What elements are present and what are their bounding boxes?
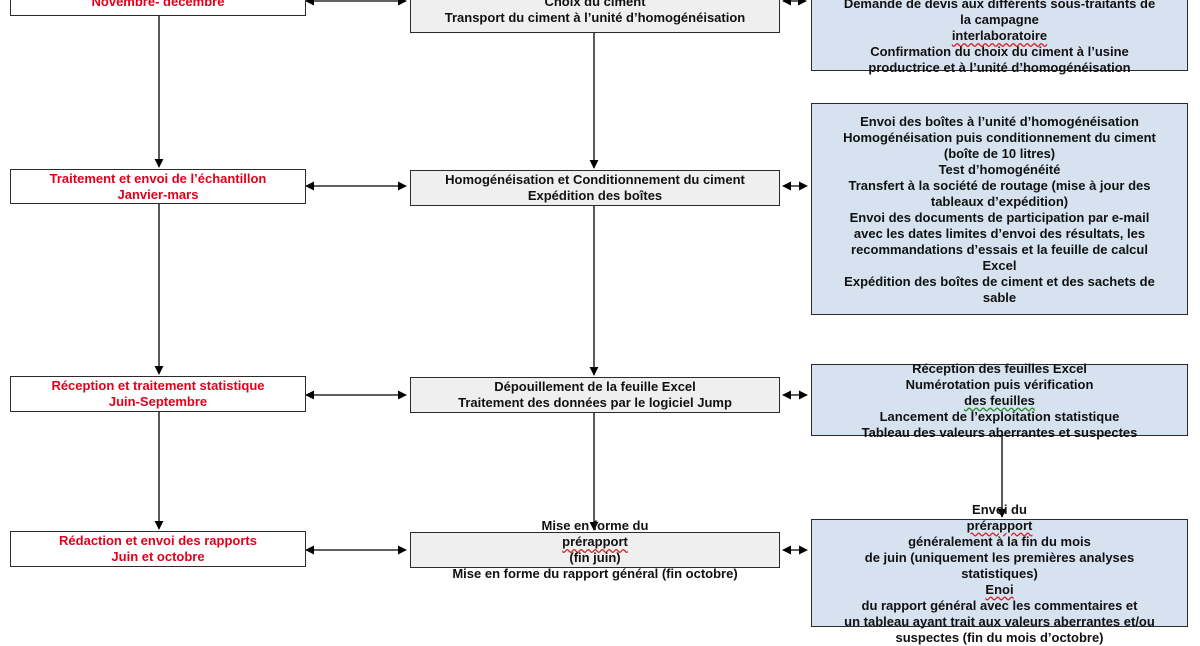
detail-box-row3: Réception des feuilles Excel Numérotatio…	[811, 360, 1188, 440]
detail-box-row1: Demande de devis aux différents sous-tra…	[811, 0, 1188, 75]
phase-line: Juin et octobre	[111, 549, 205, 564]
connectors-layer	[154, 0, 1007, 555]
detail-line: suspectes (fin du mois d’octobre)	[895, 629, 1104, 645]
detail-line: de juin (uniquement les premières analys…	[864, 549, 1135, 565]
detail-line: Tableau des valeurs aberrantes et suspec…	[861, 424, 1138, 440]
process-line: Transport du ciment à l’unité d’homogéné…	[444, 9, 746, 25]
detail-line: Demande de devis aux différents sous-tra…	[843, 0, 1156, 11]
phase-line: Novembre- décembre	[91, 0, 225, 9]
detail-line: Envoi des documents de participation par…	[849, 209, 1150, 225]
phase-box-row2: Traitement et envoi de l’échantillon Jan…	[10, 169, 306, 204]
detail-line: Transfert à la société de routage (mise …	[848, 177, 1151, 193]
process-box-row1: Choix du ciment Transport du ciment à l’…	[410, 0, 780, 33]
detail-line: Expédition des boîtes de ciment et des s…	[844, 273, 1155, 289]
detail-line: statistiques)	[961, 565, 1038, 581]
detail-line: Excel	[982, 257, 1017, 273]
process-line: Choix du ciment	[544, 0, 646, 9]
detail-line: recommandations d’essais et la feuille d…	[851, 241, 1148, 257]
detail-line: productrice et à l’unité d’homogénéisati…	[868, 60, 1131, 75]
detail-line: Réception des feuilles Excel	[912, 360, 1087, 376]
phase-line: Réception et traitement statistique	[51, 378, 265, 393]
detail-line: Envoi du prérapport généralement à la fi…	[908, 501, 1091, 549]
process-line: Dépouillement de la feuille Excel	[494, 379, 696, 394]
detail-line: sable	[982, 289, 1017, 305]
process-box-row2: Homogénéisation et Conditionnement du ci…	[410, 170, 780, 206]
phase-line: Rédaction et envoi des rapports	[59, 533, 257, 548]
detail-line: (boîte de 10 litres)	[943, 145, 1056, 161]
detail-line: tableaux d’expédition)	[930, 193, 1069, 209]
detail-line: Envoi des boîtes à l’unité d’homogénéisa…	[860, 113, 1139, 129]
process-line: Expédition des boîtes	[527, 188, 663, 203]
detail-line: avec les dates limites d’envoi des résul…	[853, 225, 1146, 241]
phase-box-row3: Réception et traitement statistique Juin…	[10, 376, 306, 412]
phase-box-row1: Novembre- décembre	[10, 0, 306, 16]
process-line: Mise en forme du prérapport (fin juin)	[541, 518, 649, 565]
phase-line: Juin-Septembre	[108, 394, 208, 409]
detail-line: Lancement de l’exploitation statistique	[879, 408, 1120, 424]
process-line: Mise en forme du rapport général (fin oc…	[452, 566, 738, 581]
detail-box-row2: Envoi des boîtes à l’unité d’homogénéisa…	[811, 103, 1188, 315]
process-line: Homogénéisation et Conditionnement du ci…	[445, 172, 745, 187]
detail-box-row4: Envoi du prérapport généralement à la fi…	[811, 502, 1188, 645]
detail-line: Numérotation puis vérification des feuil…	[905, 376, 1094, 408]
phase-box-row4: Rédaction et envoi des rapports Juin et …	[10, 531, 306, 567]
detail-line: Homogénéisation puis conditionnement du …	[843, 129, 1156, 145]
phase-line: Janvier-mars	[117, 186, 199, 202]
process-box-row3: Dépouillement de la feuille Excel Traite…	[410, 377, 780, 413]
phase-line: Traitement et envoi de l’échantillon	[49, 170, 267, 186]
process-box-row4: Mise en forme du prérapport (fin juin) M…	[410, 518, 780, 581]
detail-line: un tableau ayant trait aux valeurs aberr…	[844, 613, 1155, 629]
detail-line: Confirmation du choix du ciment à l’usin…	[870, 44, 1129, 59]
detail-line: la campagne interlaboratoire	[951, 12, 1048, 43]
detail-line: Enoi du rapport général avec les comment…	[861, 581, 1138, 613]
process-line: Traitement des données par le logiciel J…	[458, 395, 732, 410]
detail-line: Test d’homogénéité	[938, 161, 1061, 177]
